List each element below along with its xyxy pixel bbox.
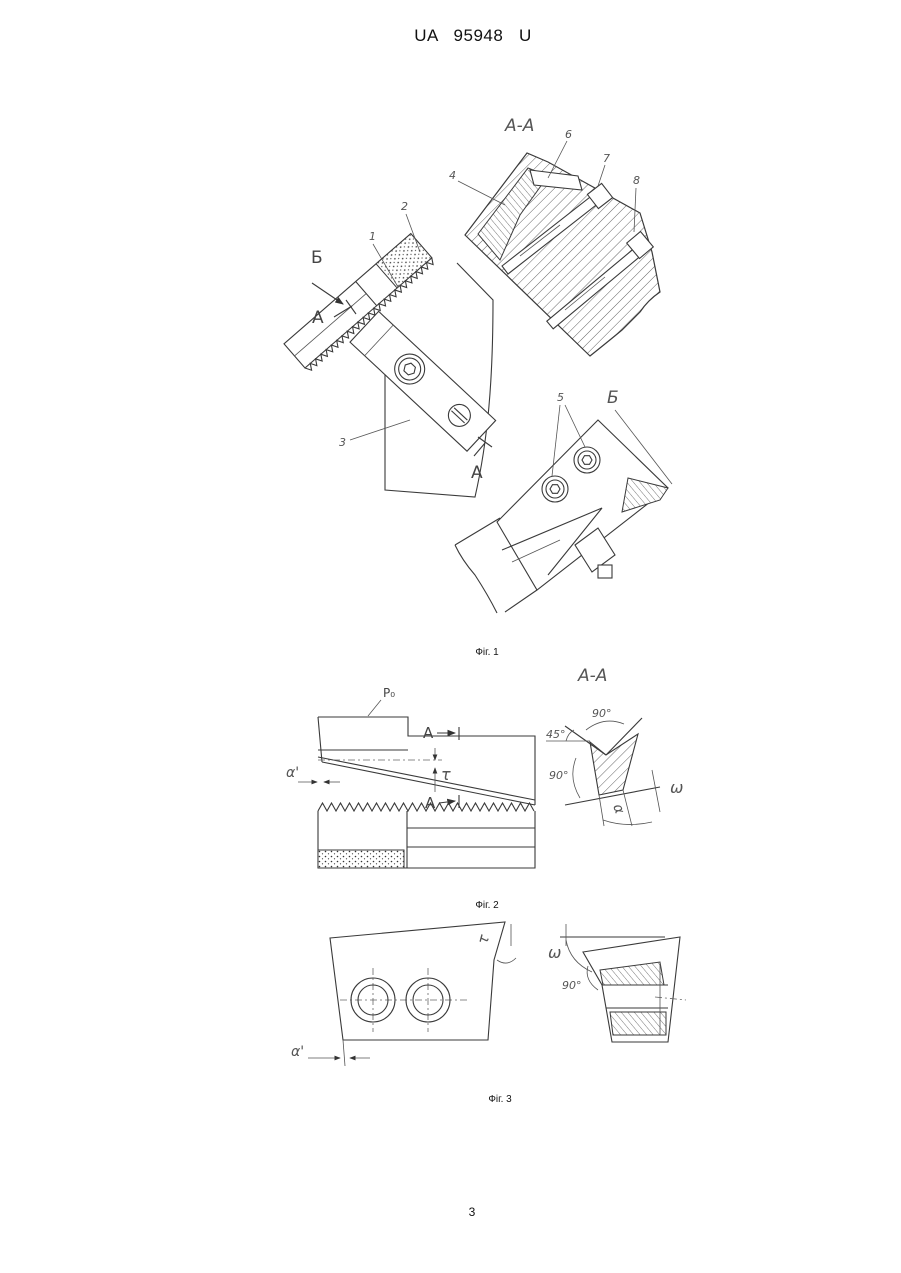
rack-stippled-base: [318, 850, 404, 868]
hatched-tip-region: [600, 962, 664, 985]
omega-label-fig3: ω: [548, 943, 561, 962]
ref-label-7: 7: [603, 152, 610, 165]
socket-screw-5b: [574, 447, 600, 473]
figure-2-caption: Фіг. 2: [437, 900, 537, 911]
omega-label: ω: [670, 778, 683, 797]
rack-view: А: [318, 794, 535, 868]
section-title: А-А: [504, 116, 534, 136]
alpha-arc: [603, 820, 652, 825]
leader-5b: [565, 405, 585, 447]
ref-label-6: 6: [565, 128, 572, 141]
tau-label: τ: [441, 765, 451, 784]
tau-arc: [497, 958, 516, 963]
tool-holder-view: Б А 2 1 3 А: [284, 200, 496, 497]
cut-label-right: А: [471, 463, 483, 483]
cut-label-left: А: [312, 308, 324, 328]
omega-arc-fig3: [566, 940, 592, 972]
p0-leader: [368, 700, 381, 716]
ref-label-2: 2: [401, 200, 408, 213]
view-arrow-label: Б: [311, 248, 323, 268]
insert-section: [590, 734, 638, 795]
ref-label-1: 1: [369, 230, 376, 243]
ref-label-3: 3: [339, 436, 346, 449]
tau-label-fig3: τ: [473, 932, 493, 946]
angle-left-label: 90°: [549, 769, 569, 782]
adjust-tab-nut: [598, 565, 612, 578]
figure-2: P₀ А τ α' А А-А: [286, 666, 683, 868]
figure-3: τ α' ω 90°: [291, 922, 686, 1066]
p0-label: P₀: [383, 686, 395, 700]
socket-screw-5a: [542, 476, 568, 502]
alpha-prime-label-fig3: α': [291, 1044, 304, 1060]
insert-side-view: ω 90°: [548, 924, 686, 1042]
view-arrow: [312, 283, 343, 304]
section-a-a-view: А-А 6 7 8 4: [449, 116, 660, 356]
figure-1-caption: Фіг. 1: [437, 647, 537, 658]
ref-label-8: 8: [633, 174, 640, 187]
leader-3: [350, 420, 410, 440]
cut-label-bottom: А: [425, 794, 436, 812]
ref-label-5: 5: [557, 391, 564, 404]
hatched-base-region: [610, 1012, 666, 1035]
angle-arc-top: [586, 721, 624, 730]
alpha-prime-label: α': [286, 765, 299, 781]
clamp-plate: [350, 311, 496, 451]
cutter-side-view: P₀ А τ α': [286, 686, 535, 805]
section-a-a-fig2: А-А 90° 45° 90° ω α: [546, 666, 683, 826]
angle-label-fig3: 90°: [562, 979, 582, 992]
cut-label-top: А: [423, 724, 434, 742]
angle-45-label: 45°: [546, 728, 566, 741]
insert-front-view: τ α': [291, 922, 516, 1066]
omega-extension: [652, 770, 660, 812]
clamp-plate-outline: [350, 311, 496, 451]
page-number: 3: [442, 1205, 502, 1219]
alpha-extension-left: [599, 795, 604, 826]
angle-top-label: 90°: [592, 707, 612, 720]
view-title: Б: [607, 388, 619, 408]
cutter-flank-edge: [318, 717, 322, 762]
figure-1: А-А 6 7 8 4: [284, 116, 672, 613]
groove-line-left: [565, 726, 606, 755]
figure-3-caption: Фіг. 3: [450, 1094, 550, 1105]
cut-arrow-bottom: [439, 801, 455, 803]
angle-arc-left: [573, 758, 580, 798]
alpha-prime-extension: [343, 1040, 345, 1066]
section-title-fig2: А-А: [577, 666, 607, 686]
alpha-label: α: [609, 802, 627, 817]
ref-label-4: 4: [449, 169, 456, 182]
